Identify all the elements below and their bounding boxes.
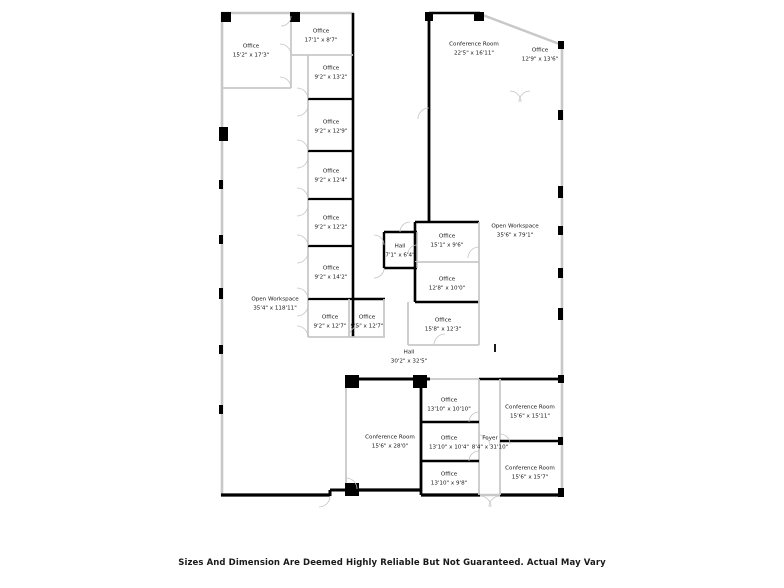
room-name: Office — [441, 398, 458, 404]
room-dimensions: 15'1" x 9'6" — [431, 243, 464, 249]
room-label-office-12-9-13-6: Office 12'9" x 13'6" — [522, 48, 559, 63]
room-name: Office — [323, 266, 340, 272]
room-dimensions: 15'6" x 15'7" — [512, 475, 549, 481]
room-name: Hall — [395, 244, 406, 250]
door-arcs — [279, 15, 531, 508]
room-label-office-17-1: Office 17'1" x 8'7" — [305, 29, 338, 44]
room-name: Office — [323, 169, 340, 175]
room-dimensions: 30'2" x 32'5" — [391, 359, 428, 365]
room-name: Office — [532, 48, 549, 54]
room-labels: Office 15'2" x 17'3" Office 17'1" x 8'7"… — [233, 29, 559, 487]
room-label-hall-30-2: Hall 30'2" x 32'5" — [391, 350, 428, 365]
room-dimensions: 35'6" x 79'1" — [497, 233, 534, 239]
room-name: Office — [359, 315, 376, 321]
room-label-open-workspace-right: Open Workspace 35'6" x 79'1" — [491, 224, 539, 239]
room-dimensions: 9'5" x 12'7" — [351, 324, 384, 330]
room-name: Open Workspace — [491, 224, 539, 230]
room-name: Hall — [404, 350, 415, 356]
room-label-office-9-2-14-2: Office 9'2" x 14'2" — [315, 266, 348, 281]
room-dimensions: 22'5" x 16'11" — [454, 51, 494, 57]
room-name: Office — [322, 315, 339, 321]
room-dimensions: 9'2" x 14'2" — [315, 275, 348, 281]
room-name: Office — [323, 120, 340, 126]
room-name: Office — [441, 436, 458, 442]
room-label-office-9-2-13-2: Office 9'2" x 13'2" — [315, 66, 348, 81]
room-name: Office — [441, 472, 458, 478]
room-label-conference-15-6-15-11: Conference Room 15'6" x 15'11" — [505, 405, 555, 420]
room-dimensions: 9'2" x 13'2" — [315, 75, 348, 81]
room-name: Foyer — [482, 436, 498, 442]
room-label-office-13-10-9-8: Office 13'10" x 9'8" — [431, 472, 468, 487]
room-label-foyer: Foyer 8'4" x 31'10" — [472, 436, 509, 451]
room-dimensions: 9'2" x 12'9" — [315, 129, 348, 135]
room-name: Conference Room — [505, 466, 555, 472]
room-label-office-13-10-10-10: Office 13'10" x 10'10" — [427, 398, 471, 413]
room-name: Office — [435, 318, 452, 324]
room-dimensions: 12'9" x 13'6" — [522, 57, 559, 63]
room-label-office-9-2-12-4: Office 9'2" x 12'4" — [315, 169, 348, 184]
room-dimensions: 15'2" x 17'3" — [233, 53, 270, 59]
room-label-office-9-2-12-7: Office 9'2" x 12'7" — [314, 315, 347, 330]
wing-top-left-walls — [222, 13, 385, 338]
room-label-conference-22-5: Conference Room 22'5" x 16'11" — [449, 42, 499, 57]
room-dimensions: 15'6" x 15'11" — [510, 414, 550, 420]
room-dimensions: 7'1" x 6'4" — [385, 253, 415, 259]
room-label-office-15-2: Office 15'2" x 17'3" — [233, 44, 270, 59]
room-name: Office — [243, 44, 260, 50]
room-label-office-13-10-10-4: Office 13'10" x 10'4" — [429, 436, 469, 451]
room-name: Conference Room — [505, 405, 555, 411]
room-label-office-15-1-9-6: Office 15'1" x 9'6" — [431, 234, 464, 249]
room-name: Office — [323, 216, 340, 222]
room-dimensions: 17'1" x 8'7" — [305, 38, 338, 44]
room-fills — [221, 12, 562, 496]
center-block-walls — [382, 220, 496, 352]
room-dimensions: 13'10" x 10'10" — [427, 407, 471, 413]
room-dimensions: 13'10" x 9'8" — [431, 481, 468, 487]
structural-columns — [219, 12, 564, 497]
room-dimensions: 12'8" x 10'0" — [429, 286, 466, 292]
room-dimensions: 15'8" x 12'3" — [425, 327, 462, 333]
room-name: Conference Room — [365, 435, 415, 441]
room-label-hall-7-1: Hall 7'1" x 6'4" — [385, 244, 415, 259]
room-dimensions: 9'2" x 12'4" — [315, 178, 348, 184]
room-name: Conference Room — [449, 42, 499, 48]
disclaimer-text: Sizes And Dimension Are Deemed Highly Re… — [178, 558, 606, 568]
room-name: Open Workspace — [251, 297, 299, 303]
room-dimensions: 35'4" x 118'11" — [253, 306, 297, 312]
room-name: Office — [323, 66, 340, 72]
room-label-office-15-8-12-3: Office 15'8" x 12'3" — [425, 318, 462, 333]
room-name: Office — [439, 277, 456, 283]
room-dimensions: 13'10" x 10'4" — [429, 445, 469, 451]
room-label-conference-15-6-28: Conference Room 15'6" x 28'0" — [365, 435, 415, 450]
room-label-open-workspace-left: Open Workspace 35'4" x 118'11" — [251, 297, 299, 312]
room-label-office-9-5-12-7: Office 9'5" x 12'7" — [351, 315, 384, 330]
room-dimensions: 9'2" x 12'2" — [315, 225, 348, 231]
room-label-conference-15-6-15-7: Conference Room 15'6" x 15'7" — [505, 466, 555, 481]
room-label-office-12-8-10-0: Office 12'8" x 10'0" — [429, 277, 466, 292]
room-name: Office — [313, 29, 330, 35]
room-dimensions: 15'6" x 28'0" — [372, 444, 409, 450]
room-label-office-9-2-12-2: Office 9'2" x 12'2" — [315, 216, 348, 231]
room-dimensions: 9'2" x 12'7" — [314, 324, 347, 330]
room-label-office-9-2-12-9: Office 9'2" x 12'9" — [315, 120, 348, 135]
room-dimensions: 8'4" x 31'10" — [472, 445, 509, 451]
room-name: Office — [439, 234, 456, 240]
